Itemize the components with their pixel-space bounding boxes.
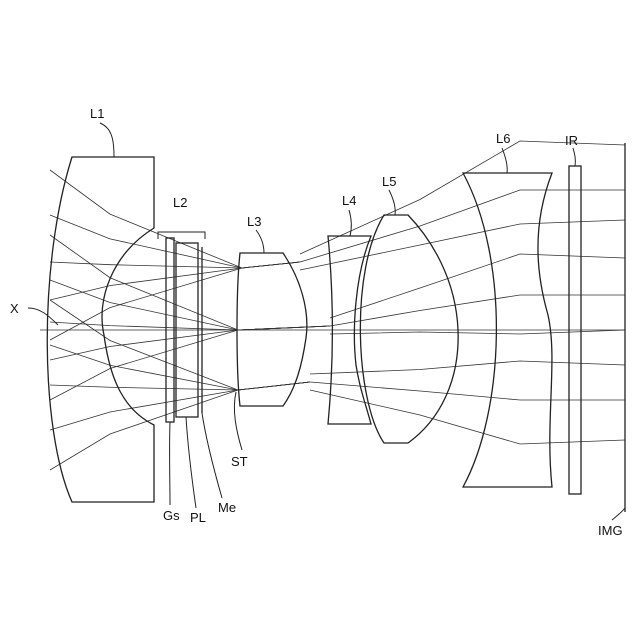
- leader-ir: [573, 148, 575, 166]
- label-l1: L1: [90, 106, 104, 121]
- ray-segment: [50, 262, 300, 340]
- bracket-l2: [158, 232, 205, 239]
- label-l2: L2: [173, 195, 187, 210]
- label-l4: L4: [342, 193, 356, 208]
- leader-l3: [256, 230, 264, 253]
- ray-segment: [310, 382, 625, 400]
- leader-me: [202, 413, 222, 498]
- ray-segment: [50, 280, 330, 330]
- ray-segment: [50, 300, 310, 390]
- leader-img: [612, 508, 625, 520]
- label-me: Me: [218, 500, 236, 515]
- label-x: X: [10, 301, 19, 316]
- ray-segment: [50, 326, 330, 360]
- lens-l1: [47, 157, 154, 502]
- label-gs: Gs: [163, 508, 180, 523]
- label-l6: L6: [496, 131, 510, 146]
- lens-l5: [360, 215, 458, 443]
- leader-l6: [502, 148, 507, 173]
- ray-segment: [300, 220, 625, 270]
- leader-pl: [186, 417, 196, 508]
- label-ir: IR: [565, 133, 578, 148]
- label-img: IMG: [598, 523, 623, 538]
- label-pl: PL: [190, 510, 206, 525]
- label-st: ST: [231, 454, 248, 469]
- light-rays: [50, 141, 625, 470]
- ray-segment: [50, 262, 300, 268]
- ray-segment: [50, 382, 310, 470]
- ray-segment: [50, 235, 330, 330]
- ray-segment: [310, 390, 625, 444]
- leader-l1: [100, 123, 114, 157]
- label-l5: L5: [382, 174, 396, 189]
- leader-l4: [349, 210, 351, 236]
- leader-st: [234, 392, 242, 450]
- label-l3: L3: [247, 214, 261, 229]
